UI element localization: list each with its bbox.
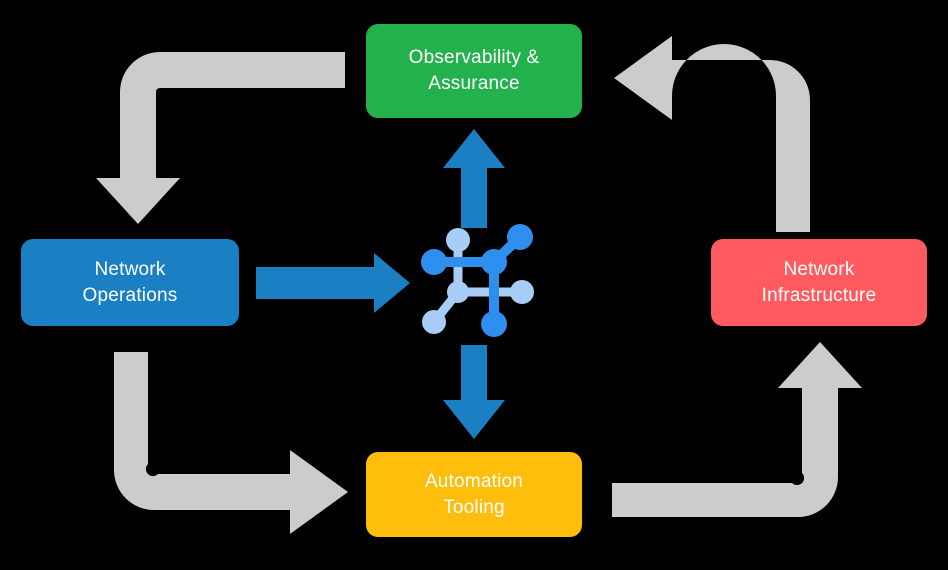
connector-automation-to-infrastructure [612, 342, 862, 517]
node-observability-label: Observability & Assurance [408, 47, 540, 94]
connector-center-to-observability [443, 129, 505, 228]
connector-operations-to-center [256, 253, 410, 313]
node-network-operations[interactable]: Network Operations [21, 239, 239, 326]
node-network-infrastructure-label: Network Infrastructure [761, 258, 877, 306]
connector-center-to-automation [443, 345, 505, 439]
network-topology-icon [421, 224, 534, 337]
topology-front-nodes [421, 224, 533, 337]
node-automation-tooling-label: Automation Tooling [424, 470, 524, 518]
node-network-operations-label: Network Operations [82, 258, 178, 306]
node-network-infrastructure[interactable]: Network Infrastructure [711, 239, 927, 326]
topology-back-nodes [422, 228, 534, 334]
connector-observability-to-operations [96, 52, 345, 224]
node-observability-assurance[interactable]: Observability & Assurance [366, 24, 582, 118]
connector-infrastructure-to-observability [614, 36, 810, 232]
connector-operations-to-automation [114, 352, 348, 534]
node-automation-tooling[interactable]: Automation Tooling [366, 452, 582, 537]
